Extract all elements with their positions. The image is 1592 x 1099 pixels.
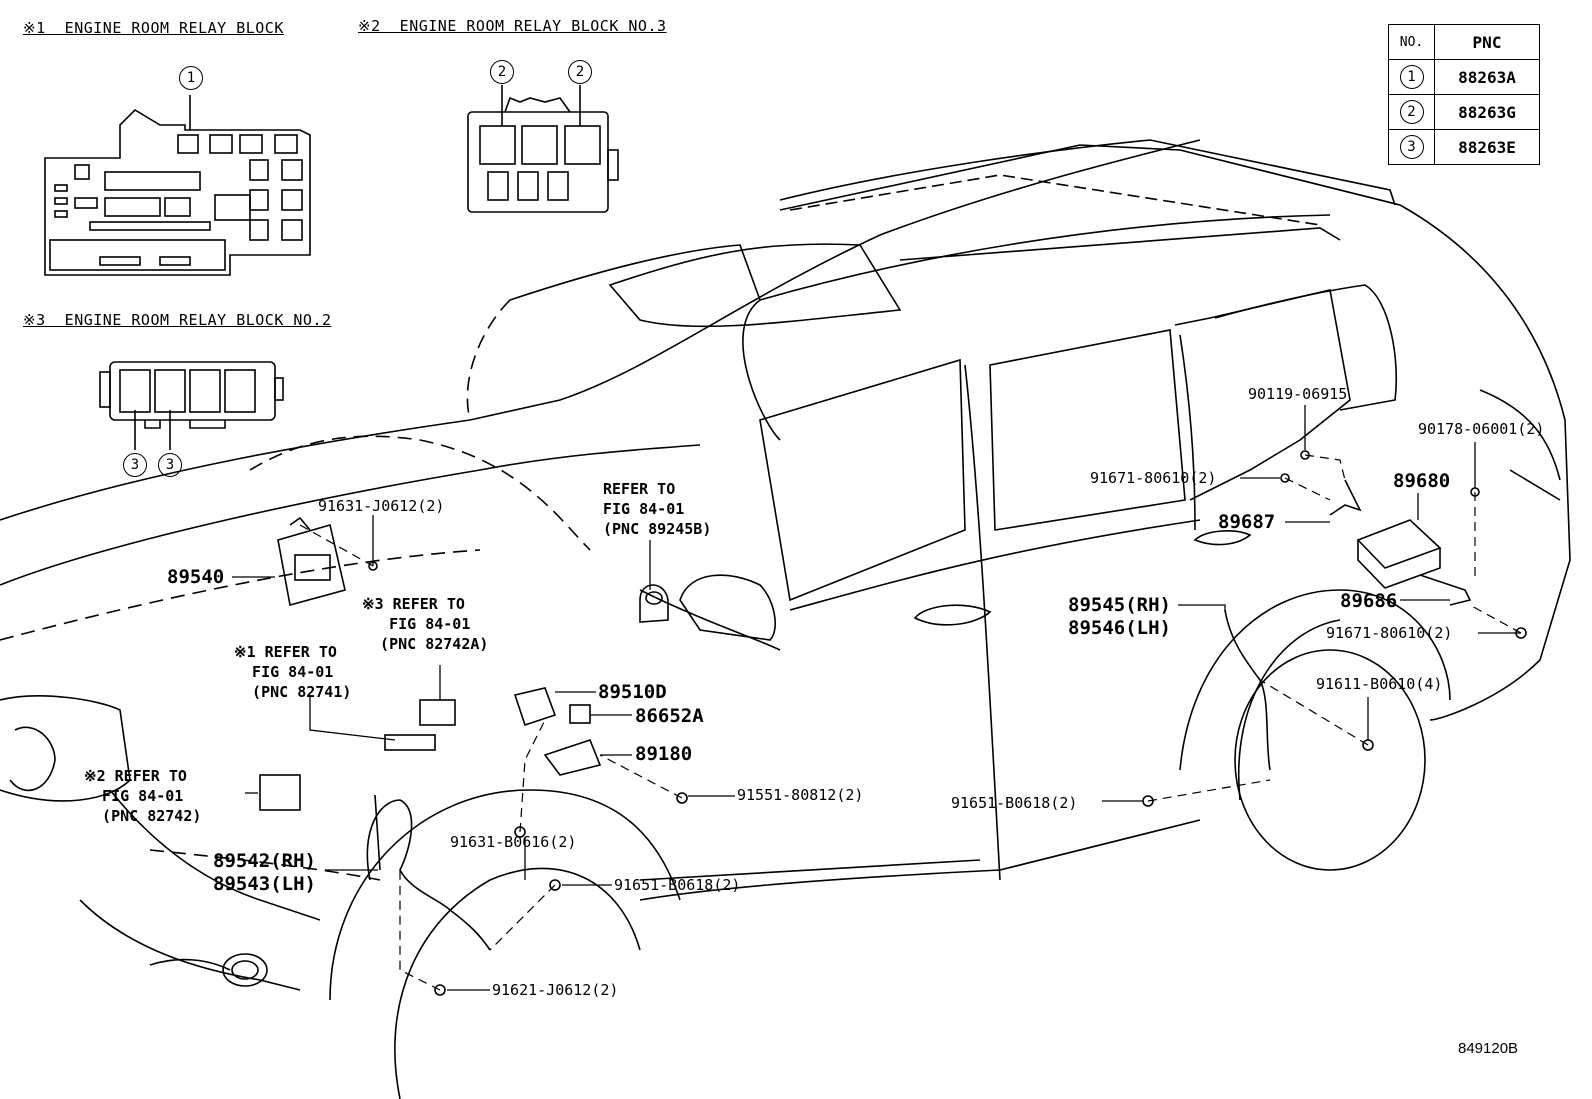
part-label-91671-80610-mid: 91671-80610(2) xyxy=(1326,624,1453,642)
callout-2-right: 2 xyxy=(568,60,592,84)
callout-1: 1 xyxy=(179,66,203,90)
leader-lines xyxy=(232,405,1521,991)
part-label-91611-b0610: 91611-B0610(4) xyxy=(1316,675,1443,693)
relay-block-no2-header: ※3 ENGINE ROOM RELAY BLOCK NO.2 xyxy=(23,311,332,329)
part-label-89180: 89180 xyxy=(635,743,693,765)
suv-body-outline xyxy=(0,139,1571,1099)
part-label-91631-b0616: 91631-B0616(2) xyxy=(450,833,577,851)
part-label-91621-j0612: 91621-J0612(2) xyxy=(492,981,619,999)
part-label-89546-lh: 89546(LH) xyxy=(1068,617,1171,639)
pnc-table-header-row: NO. PNC xyxy=(1388,24,1540,60)
part-label-ref-82742a: ※3 REFER TO FIG 84-01 (PNC 82742A) xyxy=(362,595,489,653)
pnc-row-value: 88263E xyxy=(1434,129,1540,165)
part-label-89680: 89680 xyxy=(1393,470,1451,492)
part-label-91671-80610-top: 91671-80610(2) xyxy=(1090,469,1217,487)
pnc-row-value: 88263A xyxy=(1434,59,1540,95)
pnc-col-pnc-header: PNC xyxy=(1434,24,1540,60)
pnc-col-no-header: NO. xyxy=(1388,24,1435,60)
part-label-ref-82742: ※2 REFER TO FIG 84-01 (PNC 82742) xyxy=(84,767,202,825)
part-label-91651-b0618-front: 91651-B0618(2) xyxy=(614,876,741,894)
part-label-91651-b0618-rear: 91651-B0618(2) xyxy=(951,794,1078,812)
pnc-table: NO. PNC 1 88263A 2 88263G 3 88263E xyxy=(1388,24,1540,165)
table-row: 2 88263G xyxy=(1388,94,1540,130)
part-label-89542-rh: 89542(RH) xyxy=(213,850,316,872)
callout-3-right: 3 xyxy=(158,453,182,477)
part-label-89545-rh: 89545(RH) xyxy=(1068,594,1171,616)
part-label-91551-80812: 91551-80812(2) xyxy=(737,786,864,804)
part-label-89687: 89687 xyxy=(1218,511,1276,533)
part-label-89686: 89686 xyxy=(1340,590,1398,612)
relay-block-no3-header: ※2 ENGINE ROOM RELAY BLOCK NO.3 xyxy=(358,17,667,35)
part-label-ref-82741: ※1 REFER TO FIG 84-01 (PNC 82741) xyxy=(234,643,352,701)
part-label-89510d: 89510D xyxy=(598,681,667,703)
part-label-91631-j0612: 91631-J0612(2) xyxy=(318,497,445,515)
relay-block-header: ※1 ENGINE ROOM RELAY BLOCK xyxy=(23,19,284,37)
figure-number: 849120B xyxy=(1458,1040,1519,1057)
part-label-89540: 89540 xyxy=(167,566,225,588)
table-row: 3 88263E xyxy=(1388,129,1540,165)
pnc-row-value: 88263G xyxy=(1434,94,1540,130)
pnc-row-no: 2 xyxy=(1399,100,1424,124)
engine-room-relay-block-no3-illustration xyxy=(467,85,619,213)
dashed-relation-lines xyxy=(299,454,1522,991)
pnc-row-no: 3 xyxy=(1399,135,1424,159)
component-sketches xyxy=(259,450,1527,996)
callout-3-left: 3 xyxy=(123,453,147,477)
callout-2-left: 2 xyxy=(490,60,514,84)
table-row: 1 88263A xyxy=(1388,59,1540,95)
part-label-86652a: 86652A xyxy=(635,705,704,727)
engine-room-relay-block-no2-illustration xyxy=(99,361,284,450)
engine-room-relay-block-illustration xyxy=(44,95,311,276)
part-label-ref-89245b: REFER TO FIG 84-01 (PNC 89245B) xyxy=(603,480,712,538)
part-label-90119-06915: 90119-06915 xyxy=(1248,385,1348,403)
pnc-row-no: 1 xyxy=(1399,65,1424,89)
part-label-89543-lh: 89543(LH) xyxy=(213,873,316,895)
part-label-90178-06001: 90178-06001(2) xyxy=(1418,420,1545,438)
